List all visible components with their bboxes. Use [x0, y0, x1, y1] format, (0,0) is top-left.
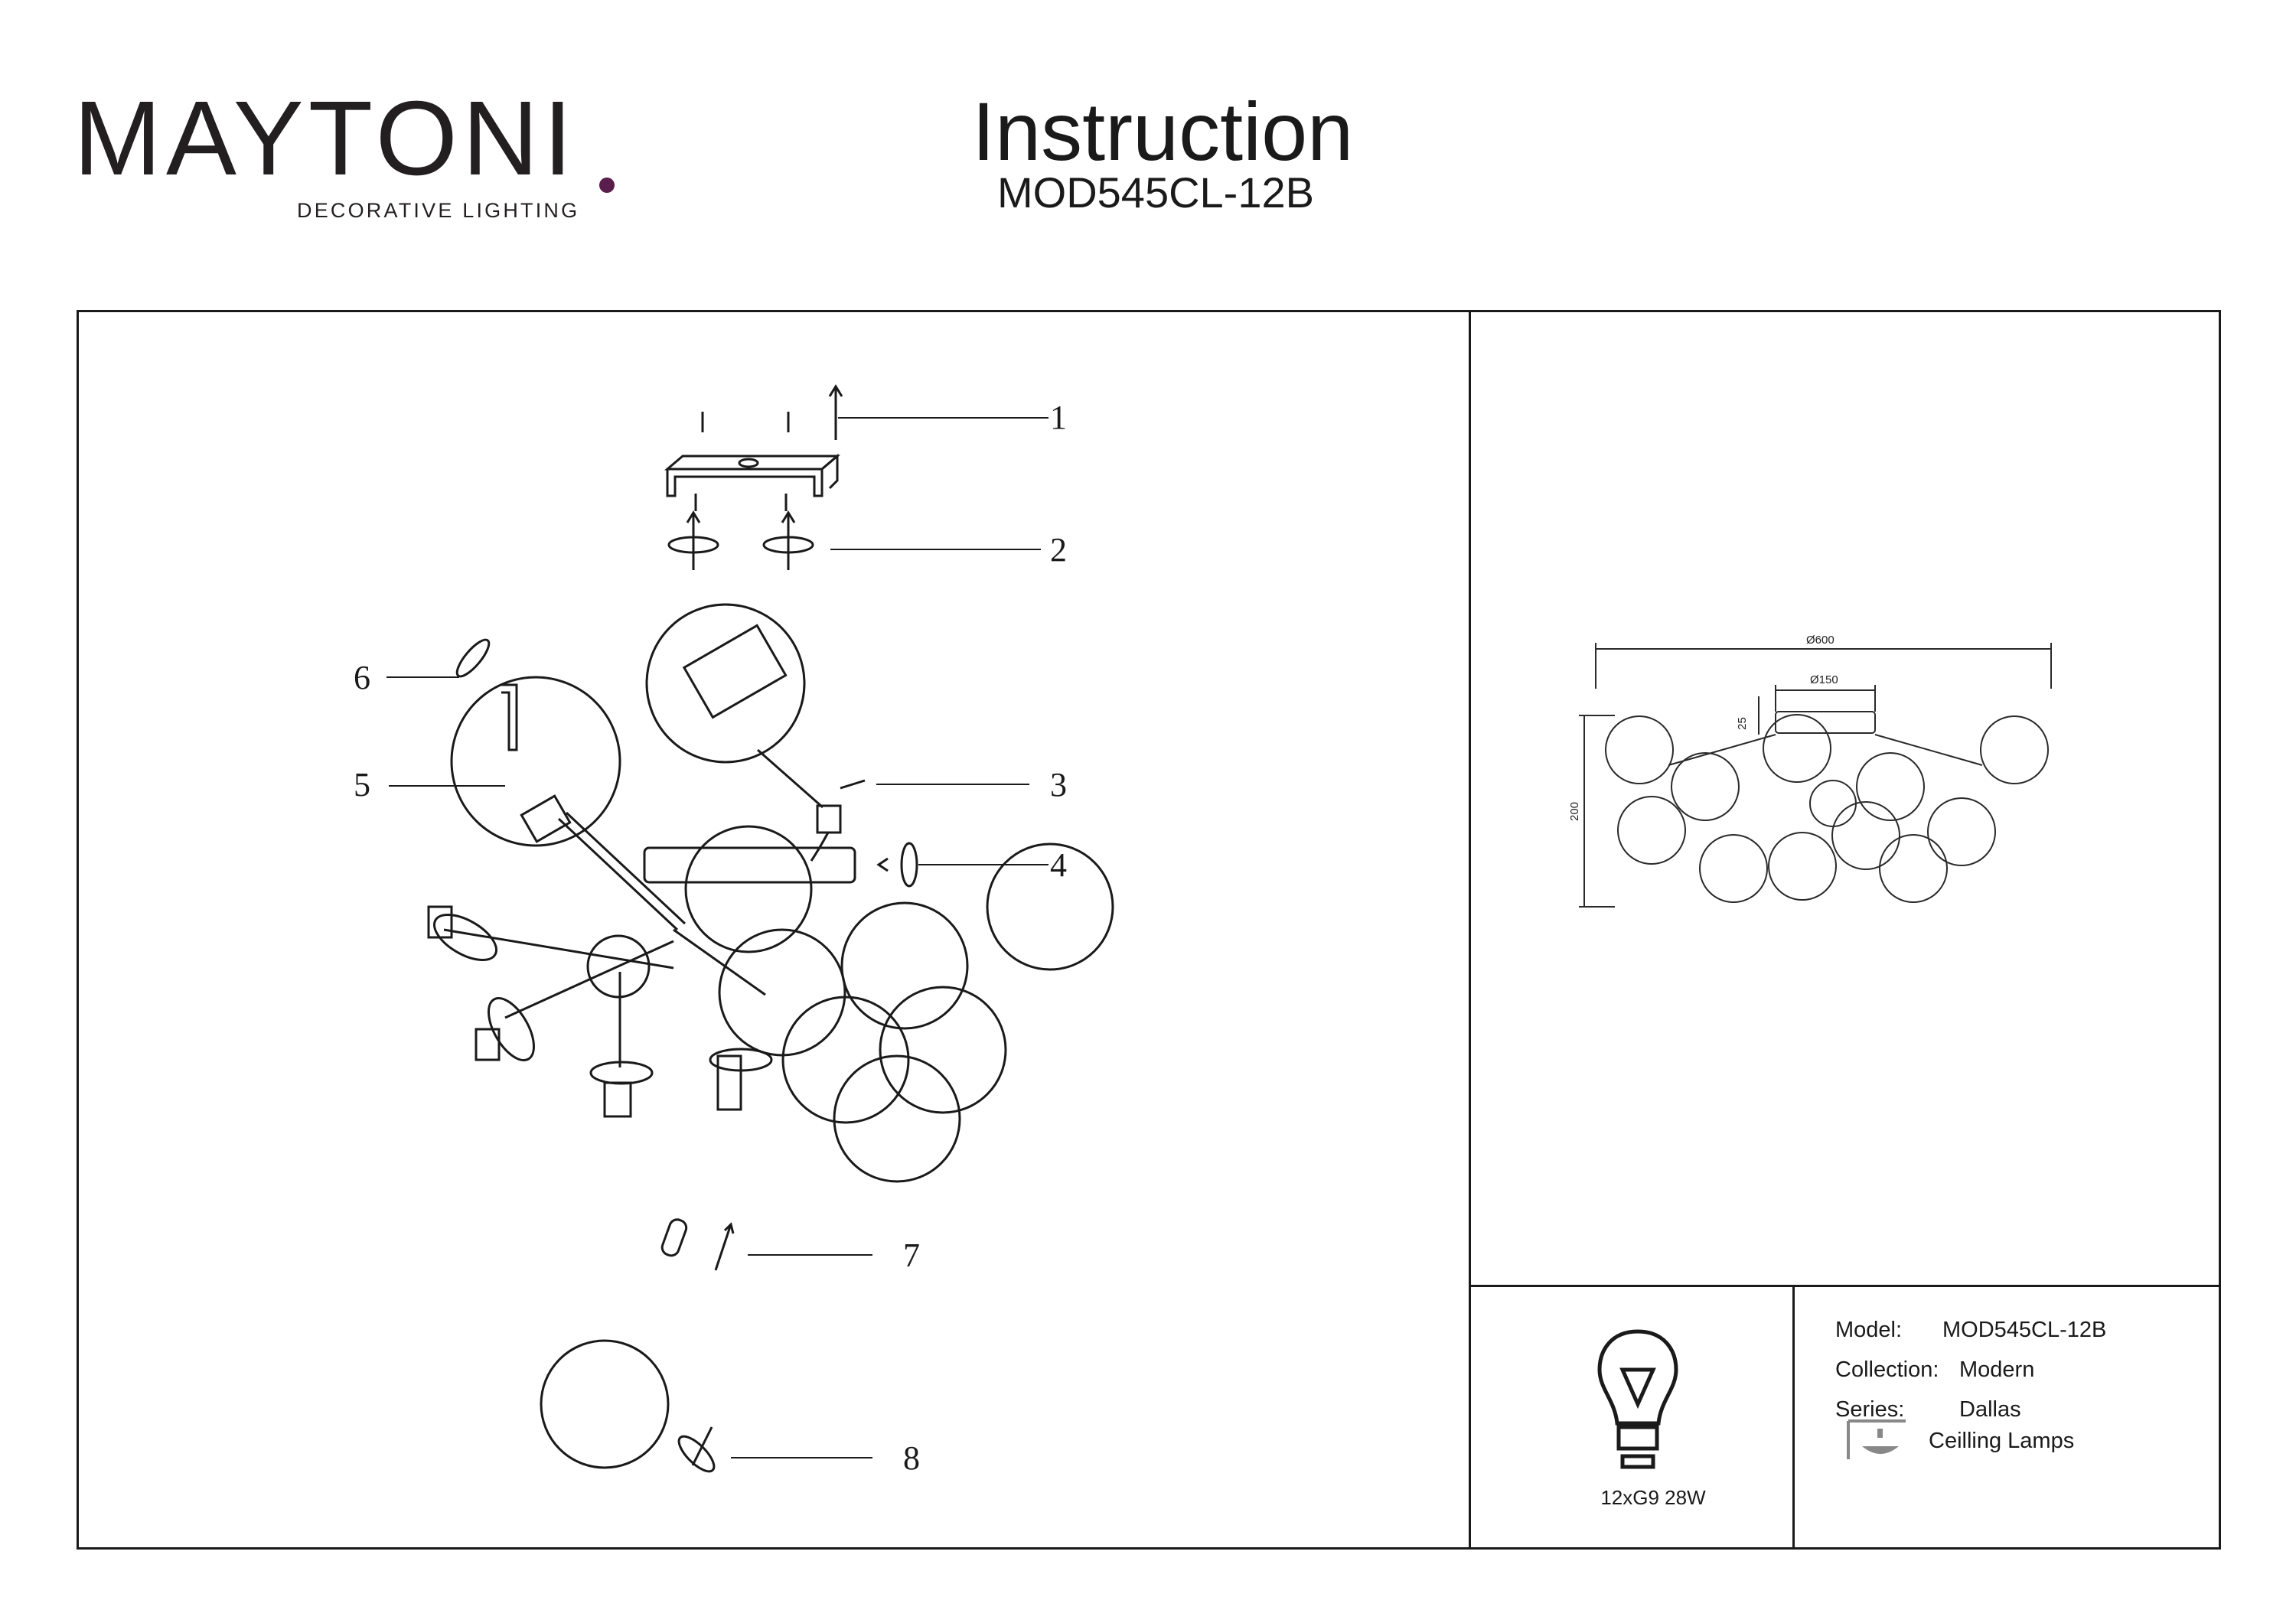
step-3-number: 3 [1050, 766, 1067, 803]
divider-info [1469, 1285, 2221, 1287]
light-bulb-icon [1597, 1329, 1678, 1469]
lamp-body [427, 825, 1114, 1183]
step-8-number: 8 [903, 1439, 920, 1477]
spec-model-label: Model: [1835, 1318, 1903, 1342]
ceiling-lamp-icon [1847, 1419, 1906, 1459]
bulb-spec: 12xG9 28W [1600, 1486, 1706, 1509]
divider-main [1469, 310, 1471, 1550]
model-number: MOD545CL-12B [997, 168, 1314, 217]
page-title: Instruction [972, 85, 1354, 178]
rotate-arrows [667, 510, 1041, 570]
dim-height: 200 [1568, 801, 1582, 822]
g9-bulb-step [660, 1218, 872, 1271]
step-4-number: 4 [1050, 846, 1067, 884]
brand-logo: MAYTONI DECORATIVE LIGHTING [73, 86, 615, 223]
divider-bulb [1792, 1285, 1795, 1550]
step-5-number: 5 [354, 766, 370, 803]
hex-key-detail [386, 638, 687, 931]
step-6-number: 6 [354, 659, 370, 696]
dim-canopy-diameter: Ø150 [1810, 673, 1838, 686]
brand-dot [599, 178, 615, 193]
spec-collection-value: Modern [1959, 1357, 2035, 1382]
instruction-frame [77, 310, 2221, 1550]
canopy [643, 842, 1049, 888]
step-numbers: 1 2 3 4 5 6 7 8 [354, 399, 1067, 1477]
step-2-number: 2 [1050, 531, 1067, 569]
step-1-number: 1 [1050, 399, 1067, 436]
mounting-bracket [664, 453, 841, 511]
mounting-screws [701, 384, 1049, 440]
spec-collection-label: Collection: [1835, 1357, 1939, 1382]
dim-outer-diameter: Ø600 [1806, 634, 1835, 647]
globe-step [540, 1339, 872, 1473]
step-7-number: 7 [903, 1237, 920, 1274]
brand-name: MAYTONI [73, 80, 577, 197]
spec-series-label: Series: [1835, 1397, 1905, 1422]
dim-canopy-height: 25 [1735, 717, 1749, 730]
wire-connector-detail [645, 603, 1029, 862]
brand-tagline: DECORATIVE LIGHTING [297, 199, 580, 222]
spec-category: Ceilling Lamps [1929, 1429, 2075, 1453]
spec-model-value: MOD545CL-12B [1942, 1318, 2107, 1342]
spec-series-value: Dallas [1959, 1397, 2021, 1422]
